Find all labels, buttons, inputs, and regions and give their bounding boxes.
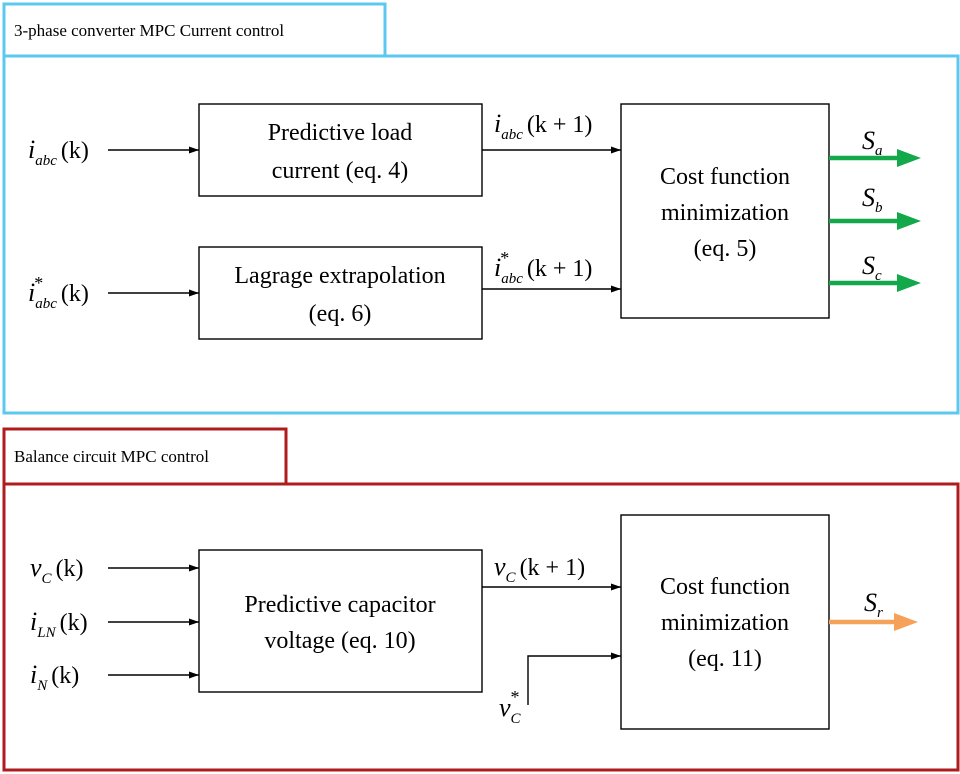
lagrange-extrapolation-line2: (eq. 6) bbox=[309, 301, 372, 327]
section2-frame bbox=[2, 482, 960, 772]
signal-iabc-ref-k1: i*abc(k + 1) bbox=[494, 248, 592, 287]
predictive-load-current-line1: Predictive load bbox=[268, 120, 413, 146]
signal-iabc-ref-k: i*abc(k) bbox=[28, 273, 89, 312]
predictive-load-current-line2: current (eq. 4) bbox=[272, 158, 409, 184]
section2-title: Balance circuit MPC control bbox=[14, 447, 209, 466]
signal-vc-k1: vC(k + 1) bbox=[494, 552, 585, 586]
cost-function-1-line2: minimization bbox=[661, 200, 789, 226]
lagrange-extrapolation-line1: Lagrage extrapolation bbox=[234, 263, 445, 289]
predictive-capacitor-line2: voltage (eq. 10) bbox=[264, 628, 415, 654]
signal-sb: Sb bbox=[862, 183, 883, 216]
signal-sa: Sa bbox=[862, 126, 883, 159]
section1-title: 3-phase converter MPC Current control bbox=[14, 21, 284, 40]
cost-function-1-line3: (eq. 5) bbox=[694, 236, 757, 262]
output-arrow-sc bbox=[829, 274, 921, 292]
output-arrow-sr bbox=[829, 613, 918, 631]
signal-iabc-k1: iabc(k + 1) bbox=[494, 109, 592, 143]
predictive-capacitor-line1: Predictive capacitor bbox=[244, 592, 435, 618]
signal-in-k: iN(k) bbox=[30, 660, 79, 694]
lagrange-extrapolation-block bbox=[198, 246, 483, 340]
cost-function-1-line1: Cost function bbox=[660, 164, 790, 190]
signal-sc: Sc bbox=[862, 251, 882, 284]
signal-vc-ref: v*C bbox=[499, 687, 522, 727]
signal-iabc-k: iabc(k) bbox=[28, 135, 89, 169]
cost-function-2-line3: (eq. 11) bbox=[688, 646, 762, 672]
signal-iln-k: iLN(k) bbox=[30, 607, 88, 641]
predictive-capacitor-voltage-block bbox=[198, 549, 483, 693]
wire-vc-ref bbox=[527, 652, 621, 705]
signal-sr: Sr bbox=[864, 588, 883, 621]
output-arrow-sa bbox=[829, 149, 921, 167]
cost-function-block-2 bbox=[620, 514, 830, 730]
cost-function-2-line1: Cost function bbox=[660, 574, 790, 600]
cost-function-2-line2: minimization bbox=[661, 610, 789, 636]
section1-frame bbox=[2, 54, 960, 415]
cost-function-block-1 bbox=[620, 103, 830, 319]
signal-vc-k: vC(k) bbox=[30, 553, 84, 587]
section1-title-box bbox=[2, 2, 387, 58]
predictive-load-current-block bbox=[198, 103, 483, 197]
section2-title-box bbox=[2, 427, 288, 486]
output-arrow-sb bbox=[829, 212, 921, 230]
